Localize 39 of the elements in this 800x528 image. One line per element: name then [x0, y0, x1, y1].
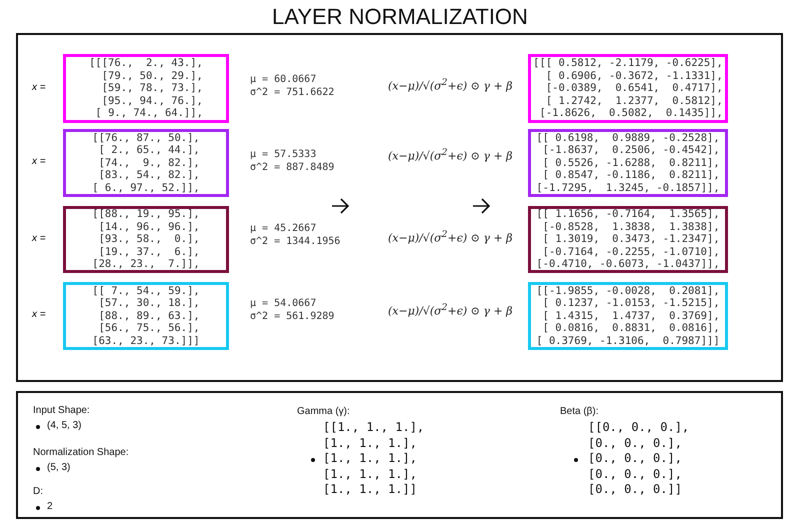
heading-text: Beta (β):: [560, 406, 599, 417]
matrix-text: [[ 0.6198, 0.9889, -0.2528], [-1.8637, 0.2506, -0.4542], [ 0.5526, -1.6288, 0.8211], [ 0.8547, -0.1186, 0.8211], [-1.7295, 1.3245, -0.1857]],: [536, 132, 720, 194]
matrix-box: [63, 129, 229, 197]
variance-value: σ^2 = 751.6622: [250, 87, 334, 98]
matrix-box: [63, 282, 229, 350]
mean-value: μ = 54.0667: [250, 298, 316, 309]
variable-label: x =: [32, 82, 46, 92]
matrix-box: [63, 54, 229, 123]
diagram-title: LAYER NORMALIZATION: [271, 4, 529, 30]
matrix-text: [[1., 1., 1.], [1., 1., 1.], [1., 1., 1.], [1., 1., 1.], [1., 1., 1.]]: [323, 420, 424, 498]
matrix-text: [[ 7., 54., 59.], [57., 30., 18.], [88., 89., 63.], [56., 75., 56.], [63., 23., 73.]]]: [92, 284, 200, 348]
variable-label: x =: [32, 309, 46, 320]
heading-text: D:: [33, 486, 43, 497]
heading-text: Gamma (γ):: [297, 406, 350, 417]
mean-value: μ = 60.0667: [250, 74, 316, 85]
variance-value: σ^2 = 1344.1956: [250, 236, 340, 247]
matrix-text: [[0., 0., 0.], [0., 0., 0.], [0., 0., 0.], [0., 0., 0.], [0., 0., 0.]]: [588, 420, 690, 498]
matrix-text: [[76., 87., 50.], [ 2., 65., 44.], [74., 9., 82.], [83., 54., 82.], [ 6., 97., 52.]],: [92, 132, 200, 194]
matrix-text: [[[ 0.5812, -2.1179, -0.6225], [ 0.6906, -0.3672, -1.1331], [-0.0389, 0.6541, 0.4717], [ 1.2742, 1.2377, 0.5812], [-1.8626, 0.5082, 0.1435]],: [533, 57, 723, 120]
variance-value: σ^2 = 561.9289: [250, 311, 334, 322]
mean-value: μ = 57.5333: [250, 149, 316, 160]
variance-value: σ^2 = 887.8489: [250, 162, 334, 173]
heading-text: Input Shape:: [33, 405, 90, 416]
variable-label: x =: [32, 156, 46, 167]
normalization-formula: (x−μ)/√(σ$^{2}$+ϵ) ⊙ γ + β: [388, 229, 513, 245]
matrix-text: [[88., 19., 95.], [14., 96., 96.], [93., 58., 0.], [19., 37., 6.], [28., 23., 7.]],: [92, 208, 200, 271]
heading-text: Normalization Shape:: [33, 447, 129, 458]
matrix-box: [63, 206, 229, 273]
normalization-formula: (x−μ)/√(σ$^{2}$+ϵ) ⊙ γ + β: [388, 147, 513, 163]
matrix-text: [[-1.9855, -0.0028, 0.2081], [ 0.1237, -1.0153, -1.5215], [ 1.4315, 1.4737, 0.3769], [ 0.0816, 0.8831, 0.0816], [ 0.3769, -1.3106, 0.7987]]]: [536, 284, 720, 348]
list-item: 2: [47, 501, 53, 512]
matrix-text: [[ 1.1656, -0.7164, 1.3565], [-0.8528, 1.3838, 1.3838], [ 1.3019, 0.3473, -1.2347], [-0.7164, -0.2255, -1.0710], [-0.4710, -0.6073, -1.0437]],: [536, 208, 720, 271]
variable-label: x =: [32, 232, 46, 244]
normalization-formula: (x−μ)/√(σ$^{2}$+ϵ) ⊙ γ + β: [388, 77, 513, 93]
matrix-text: [[[76., 2., 43.], [79., 50., 29.], [59., 78., 73.], [95., 94., 76.], [ 9., 74., 64.]],: [89, 57, 203, 120]
list-item: (4, 5, 3): [47, 420, 82, 431]
mean-value: μ = 45.2667: [250, 223, 316, 234]
normalization-formula: (x−μ)/√(σ$^{2}$+ϵ) ⊙ γ + β: [388, 302, 513, 318]
list-item: (5, 3): [47, 462, 70, 473]
